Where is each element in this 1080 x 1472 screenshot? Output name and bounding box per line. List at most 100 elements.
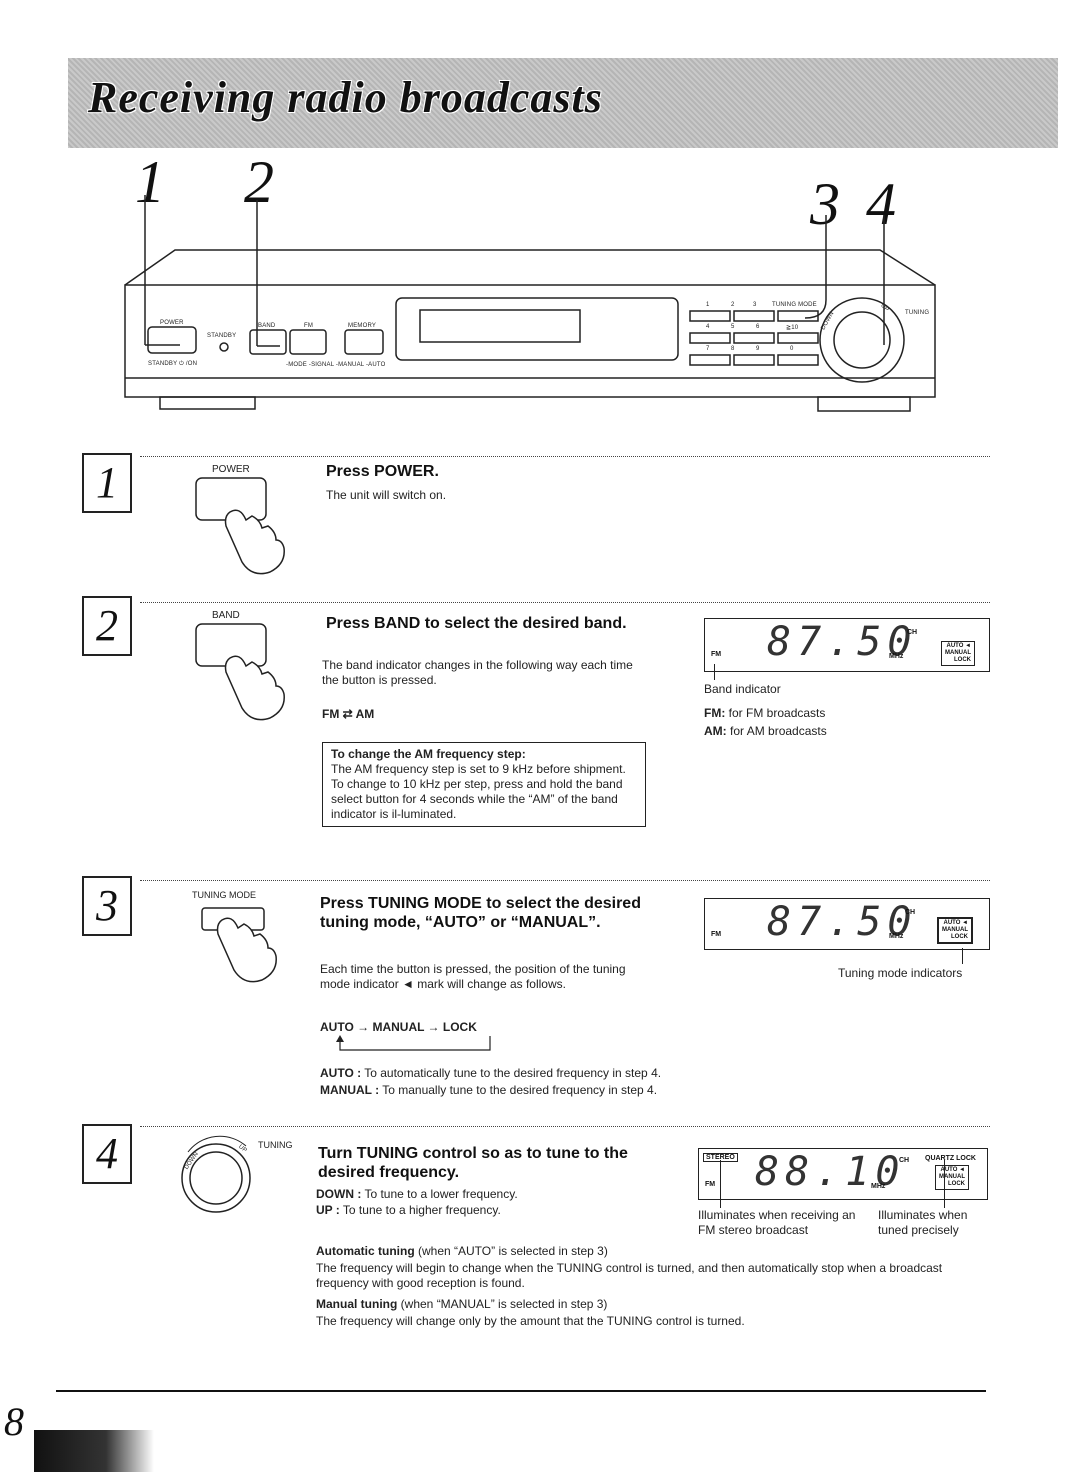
step4-display-ch: CH — [899, 1157, 910, 1164]
step2-button-label: BAND — [212, 610, 240, 621]
band-indicator-caption: Band indicator — [704, 682, 781, 696]
page-number: 8 — [4, 1399, 24, 1444]
step2-indicator-auto: AUTO ◄ — [946, 643, 972, 649]
step2-indicator-lock: LOCK — [954, 657, 971, 663]
diagram-key-1: 1 — [706, 302, 710, 308]
diagram-sub-labels: -MODE -SIGNAL -MANUAL -AUTO — [286, 362, 386, 368]
manual-tuning-label: Manual tuning — [316, 1297, 398, 1311]
step3-indicator-manual: MANUAL — [942, 927, 968, 933]
step3-indicator-auto: AUTO ◄ — [943, 920, 969, 926]
am-step-note-text: The AM frequency step is set to 9 kHz be… — [331, 762, 626, 821]
step3-display-unit: MHz — [889, 933, 904, 940]
page-title: Receiving radio broadcasts — [88, 73, 603, 122]
callout-1: 1 — [135, 149, 165, 215]
callout-3: 3 — [810, 171, 840, 237]
power-button-press-icon — [195, 477, 285, 575]
step3-indicator-lock: LOCK — [951, 934, 968, 940]
am-step-note: To change the AM frequency step: The AM … — [322, 742, 646, 827]
automatic-tuning-line: Automatic tuning (when “AUTO” is selecte… — [316, 1244, 608, 1259]
step3-display-ch: CH — [905, 909, 916, 916]
step4-up-label: UP : — [316, 1203, 340, 1217]
diagram-tuning-mode-label: TUNING MODE — [772, 302, 817, 308]
step3-heading: Press TUNING MODE to select the desired … — [320, 895, 641, 931]
quartz-caption: Illuminates when tuned precisely — [878, 1208, 968, 1237]
diagram-key-4: 4 — [706, 324, 710, 330]
step3-button-label: TUNING MODE — [192, 890, 256, 900]
step2-number: 2 — [82, 596, 132, 656]
diagram-key-8: 8 — [731, 346, 735, 352]
diagram-key-9: 9 — [756, 346, 760, 352]
step4-heading: Turn TUNING control so as to tune to the… — [318, 1145, 628, 1181]
step4-display-unit: MHz — [871, 1183, 886, 1190]
step1-button-label: POWER — [212, 464, 250, 475]
tuning-knob-icon — [181, 1135, 251, 1213]
automatic-tuning-when: (when “AUTO” is selected in step 3) — [418, 1244, 608, 1258]
quartz-indicator-pointer — [944, 1160, 945, 1208]
step4-display: STEREO FM 88.10 MHz CH QUARTZ LOCK AUTO … — [698, 1148, 988, 1200]
step3-display: FM 87.50 MHz CH AUTO ◄ MANUAL LOCK — [704, 898, 990, 950]
stereo-caption: Illuminates when receiving an FM stereo … — [698, 1208, 856, 1237]
band-button-press-icon — [195, 623, 285, 721]
step3-auto-text: To automatically tune to the desired fre… — [364, 1066, 662, 1080]
step4-display-mode-indicators: AUTO ◄ MANUAL LOCK — [935, 1165, 969, 1190]
diagram-key-7: 7 — [706, 346, 710, 352]
step4-divider — [140, 1126, 990, 1127]
band-indicator-pointer — [714, 664, 715, 680]
mode-indicator-pointer — [962, 948, 963, 964]
am-step-note-title: To change the AM frequency step: — [331, 747, 526, 761]
step3-sequence-return-arrow — [336, 1035, 491, 1051]
step4-display-digits: 88.10 — [755, 1149, 906, 1195]
diagram-standby-on-label: STANDBY ⏻ /ON — [148, 361, 198, 367]
step2-display-unit: MHz — [889, 653, 904, 660]
automatic-tuning-label: Automatic tuning — [316, 1244, 415, 1258]
step2-sequence: FM ⇄ AM — [322, 707, 375, 721]
step3-manual-text: To manually tune to the desired frequenc… — [382, 1083, 658, 1097]
step3-divider — [140, 880, 990, 881]
step3-text: Each time the button is pressed, the pos… — [320, 962, 626, 991]
step2-heading: Press BAND to select the desired band. — [326, 615, 627, 632]
automatic-tuning-text: The frequency will begin to change when … — [316, 1261, 943, 1290]
step2-text: The band indicator changes in the follow… — [322, 658, 633, 687]
manual-tuning-line: Manual tuning (when “MANUAL” is selected… — [316, 1297, 607, 1312]
diagram-power-label: POWER — [160, 320, 184, 326]
step2-divider — [140, 602, 990, 603]
diagram-key-3: 3 — [753, 302, 757, 308]
step1-heading: Press POWER. — [326, 463, 439, 480]
am-meaning: AM: for AM broadcasts — [704, 724, 827, 739]
step3-display-digits: 87.50 — [767, 899, 918, 945]
callout-4: 4 — [866, 171, 896, 237]
tuning-mode-caption: Tuning mode indicators — [838, 966, 963, 980]
step3-display-band: FM — [711, 931, 722, 938]
step1-number: 1 — [82, 453, 132, 513]
step4-button-label: TUNING — [258, 1140, 293, 1150]
manual-tuning-when: (when “MANUAL” is selected in step 3) — [400, 1297, 608, 1311]
step3-manual-label: MANUAL : — [320, 1083, 380, 1097]
step4-indicator-auto: AUTO ◄ — [940, 1167, 966, 1173]
diagram-key-0: 0 — [790, 346, 794, 352]
step4-display-quartz-lock: QUARTZ LOCK — [925, 1155, 976, 1162]
tuning-mode-button-press-icon — [201, 907, 277, 983]
fm-meaning-label: FM: — [704, 706, 726, 720]
step2-display-mode-indicators: AUTO ◄ MANUAL LOCK — [941, 641, 975, 666]
step1-text: The unit will switch on. — [326, 488, 447, 502]
step4-up-text: To tune to a higher frequency. — [342, 1203, 501, 1217]
step2-display-digits: 87.50 — [767, 619, 918, 665]
fm-meaning: FM: for FM broadcasts — [704, 706, 825, 721]
title-banner: Receiving radio broadcasts — [68, 58, 1058, 148]
manual-tuning-text: The frequency will change only by the am… — [316, 1314, 745, 1328]
step3-auto-line: AUTO : To automatically tune to the desi… — [320, 1066, 661, 1081]
step4-down-line: DOWN : To tune to a lower frequency. — [316, 1187, 518, 1202]
step3-sequence: AUTO → MANUAL → LOCK — [320, 1020, 477, 1034]
step4-up-line: UP : To tune to a higher frequency. — [316, 1203, 501, 1218]
step4-down-text: To tune to a lower frequency. — [364, 1187, 518, 1201]
step1-divider — [140, 456, 990, 457]
step4-down-label: DOWN : — [316, 1187, 362, 1201]
diagram-key-5: 5 — [731, 324, 735, 330]
step3-number: 3 — [82, 876, 132, 936]
callout-2: 2 — [244, 149, 274, 215]
stereo-indicator-pointer — [720, 1160, 721, 1208]
tuner-illustration — [124, 195, 936, 412]
page-edge-shadow — [34, 1430, 154, 1472]
am-meaning-text: for AM broadcasts — [730, 724, 827, 738]
step4-display-band: FM — [705, 1181, 716, 1188]
